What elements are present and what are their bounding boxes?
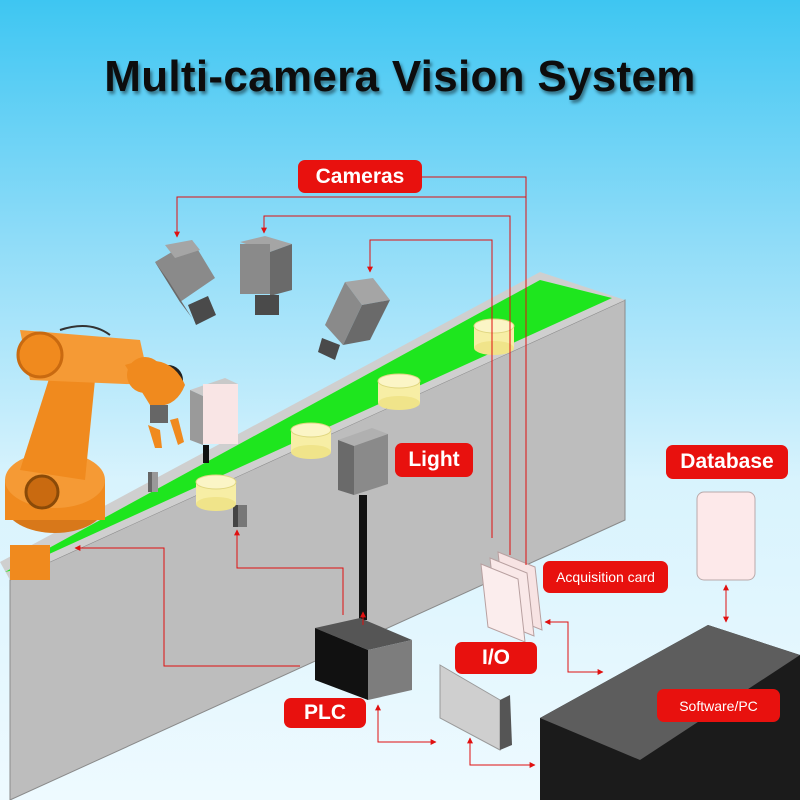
label-acquisition-card: Acquisition card <box>543 561 668 593</box>
plc-box <box>315 618 412 700</box>
connector-plc-sensor <box>234 529 344 615</box>
product-1 <box>195 474 237 511</box>
connector-cameras-label <box>422 176 527 197</box>
connector-plc-io <box>375 704 437 745</box>
light-fixture <box>338 428 388 620</box>
small-sensor-1 <box>148 472 158 492</box>
label-software-pc: Software/PC <box>657 689 780 722</box>
product-2 <box>290 422 332 459</box>
product-3 <box>377 373 421 410</box>
label-plc: PLC <box>284 698 366 728</box>
camera-3 <box>318 278 390 360</box>
robot-arm <box>5 325 185 580</box>
sensor-box <box>190 378 238 463</box>
label-io: I/O <box>455 642 537 674</box>
connector-plc-robot <box>74 545 300 667</box>
database-box <box>696 491 756 581</box>
label-database: Database <box>666 445 788 479</box>
connector-card-pc <box>544 619 604 675</box>
product-4 <box>473 318 515 355</box>
acquisition-card-stack <box>480 551 543 643</box>
label-light: Light <box>395 443 473 477</box>
connector-io-pc <box>467 737 536 768</box>
connectors <box>74 176 729 768</box>
io-board <box>439 664 512 751</box>
connector-camera-2 <box>261 215 511 555</box>
small-sensor-2 <box>233 505 247 527</box>
connector-camera-3 <box>367 239 493 538</box>
camera-1 <box>155 240 216 325</box>
camera-2 <box>240 236 292 315</box>
label-cameras: Cameras <box>298 160 422 193</box>
connector-camera-1 <box>174 196 527 565</box>
diagram-title: Multi-camera Vision System <box>104 52 696 101</box>
